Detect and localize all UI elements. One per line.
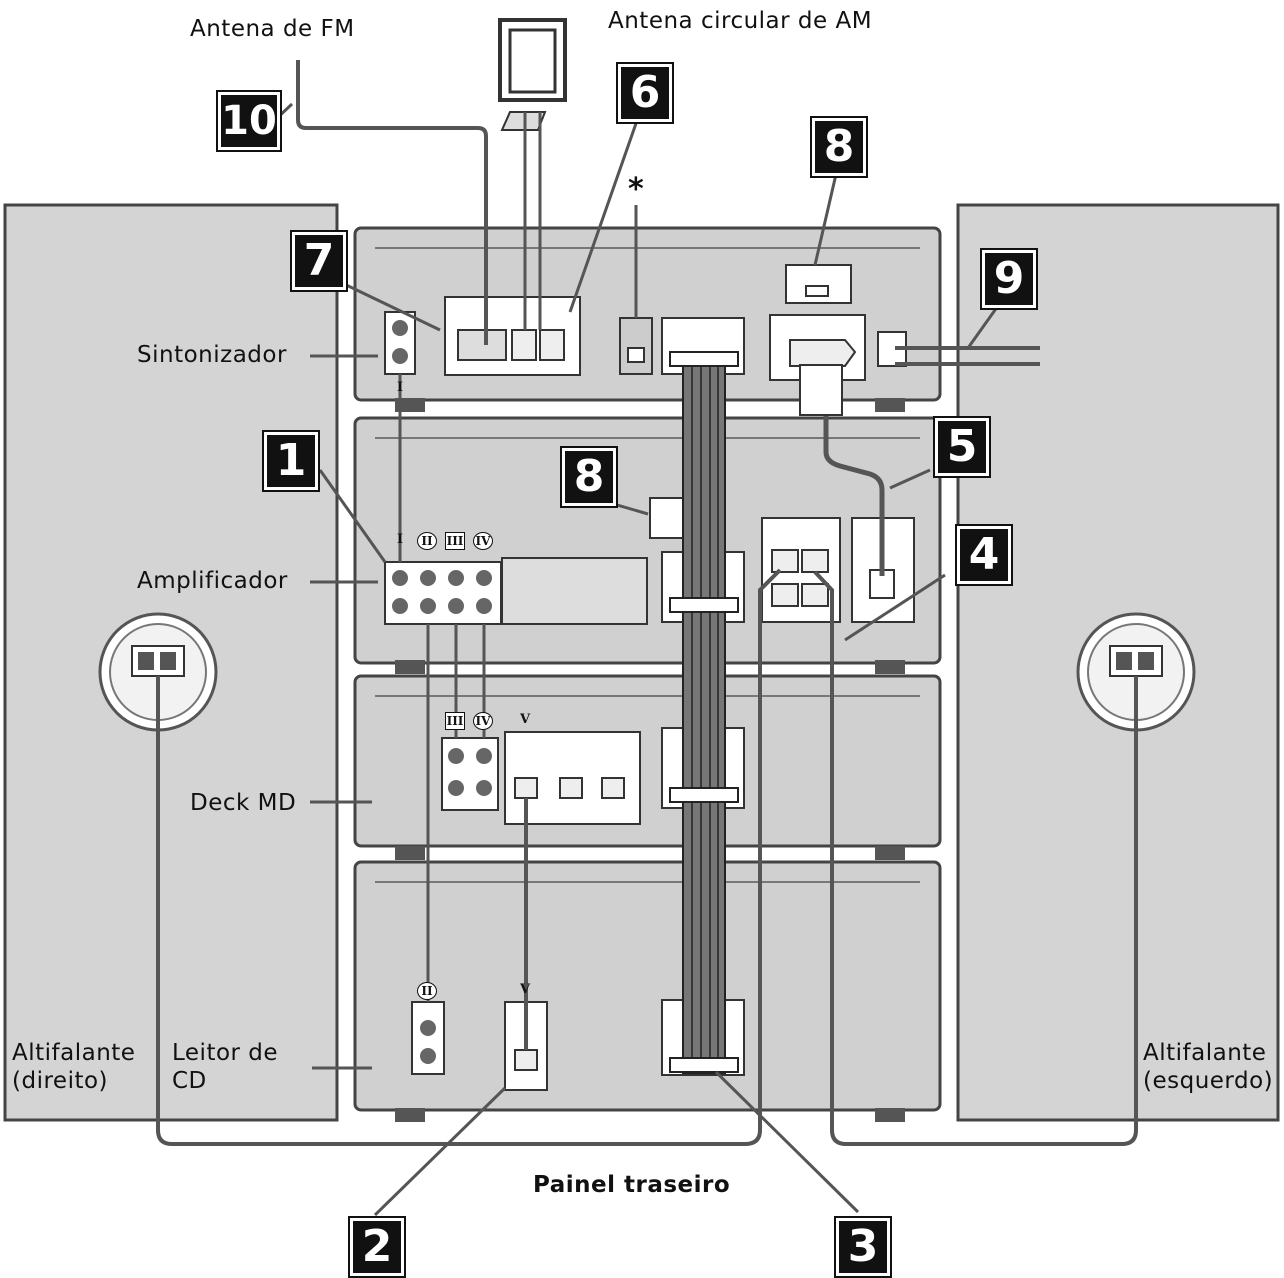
label-cd-player-line2: CD bbox=[172, 1068, 207, 1094]
callout-9: 9 bbox=[980, 248, 1038, 310]
mark-md-iv: IV bbox=[473, 712, 493, 730]
cd-player-unit bbox=[353, 860, 942, 1122]
mark-cd-ii: II bbox=[417, 982, 437, 1000]
mark-tuner-i: I bbox=[396, 380, 404, 395]
mark-amp-ii: II bbox=[417, 532, 437, 550]
callout-4: 4 bbox=[955, 524, 1013, 586]
ac-power-cord bbox=[815, 372, 885, 576]
diagram-title: Painel traseiro bbox=[533, 1172, 731, 1198]
mains-cord bbox=[895, 346, 1040, 366]
callout-6: 6 bbox=[616, 62, 674, 124]
mark-amp-iv: IV bbox=[473, 532, 493, 550]
speaker-cord-left bbox=[813, 570, 1138, 1146]
mark-md-v: V bbox=[519, 712, 531, 727]
label-speaker-right-line1: Altifalante bbox=[12, 1040, 136, 1066]
speaker-cord-right bbox=[156, 568, 782, 1146]
speaker-right-unit bbox=[3, 203, 339, 1122]
callout-8-tuner: 8 bbox=[810, 116, 868, 178]
callout-7: 7 bbox=[290, 230, 348, 292]
mark-cd-v: V bbox=[519, 982, 531, 997]
mark-amp-i: I bbox=[396, 532, 404, 547]
callout-10: 10 bbox=[216, 90, 282, 152]
mark-md-iii: III bbox=[445, 712, 465, 730]
label-speaker-right-line2: (direito) bbox=[12, 1068, 109, 1094]
label-am-antenna: Antena circular de AM bbox=[608, 8, 873, 34]
label-fm-antenna: Antena de FM bbox=[190, 16, 355, 42]
system-cable bbox=[669, 351, 739, 1074]
callout-2: 2 bbox=[348, 1216, 406, 1278]
md-deck-unit bbox=[353, 674, 942, 860]
mark-amp-iii: III bbox=[445, 532, 465, 550]
leader-lines bbox=[273, 102, 1007, 1217]
callout-5: 5 bbox=[933, 416, 991, 478]
tuner-unit bbox=[353, 226, 942, 412]
label-amplifier: Amplificador bbox=[137, 568, 288, 594]
label-md-deck: Deck MD bbox=[190, 790, 297, 816]
callout-3: 3 bbox=[834, 1216, 892, 1278]
label-speaker-left-line2: (esquerdo) bbox=[1143, 1068, 1274, 1094]
label-tuner: Sintonizador bbox=[137, 342, 287, 368]
speaker-left-unit bbox=[956, 203, 1280, 1122]
amplifier-unit bbox=[353, 416, 942, 674]
am-loop-antenna bbox=[498, 18, 567, 330]
label-asterisk: * bbox=[628, 172, 645, 207]
label-cd-player-line1: Leitor de bbox=[172, 1040, 279, 1066]
callout-1: 1 bbox=[262, 430, 320, 492]
callout-8-amplifier: 8 bbox=[560, 446, 618, 508]
fm-antenna-wire bbox=[296, 60, 488, 345]
label-speaker-left-line1: Altifalante bbox=[1143, 1040, 1267, 1066]
